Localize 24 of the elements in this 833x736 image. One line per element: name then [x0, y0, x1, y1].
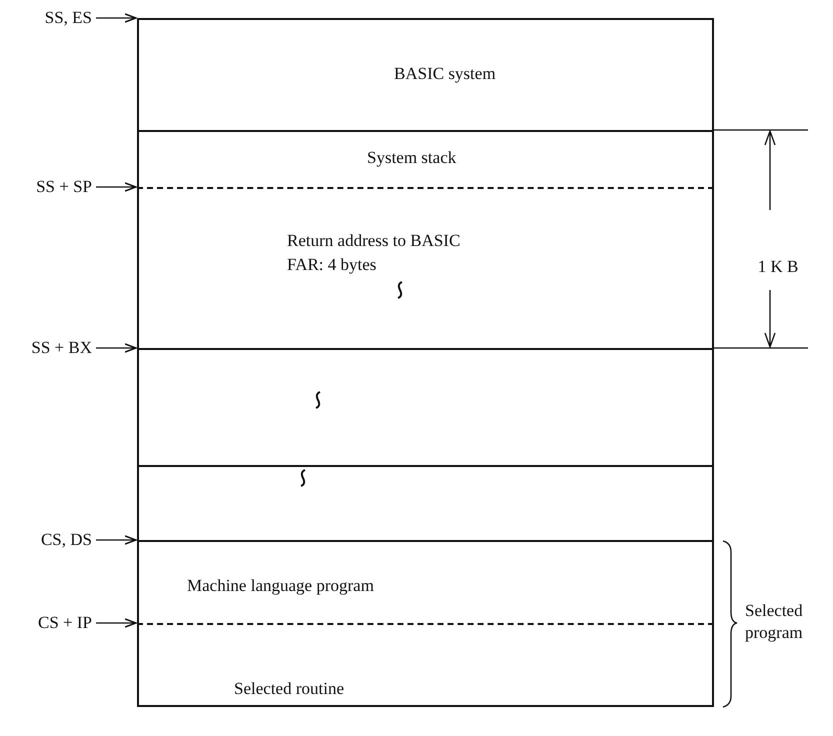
pointer-arrow [96, 343, 137, 353]
register-label: CS, DS [2, 529, 92, 551]
pointer-arrow [96, 13, 137, 23]
block-label: Return address to BASIC FAR: 4 bytes [287, 230, 462, 276]
brace-label: Selected program [745, 600, 804, 644]
block-label: Selected routine [234, 678, 344, 700]
block-label: System stack [367, 147, 456, 169]
register-label: SS + SP [2, 176, 92, 198]
memory-block [137, 623, 714, 707]
memory-block [137, 187, 714, 348]
register-label: SS, ES [2, 7, 92, 29]
block-label: BASIC system [394, 63, 496, 85]
register-label: CS + IP [2, 612, 92, 634]
memory-block [137, 348, 714, 465]
memory-block [137, 540, 714, 623]
pointer-arrow [96, 182, 137, 192]
register-label: SS + BX [2, 337, 92, 359]
block-label: Machine language program [187, 575, 374, 597]
dimension-label: 1 K B [756, 256, 800, 278]
memory-block [137, 130, 714, 187]
pointer-arrow [96, 618, 137, 628]
memory-block [137, 465, 714, 540]
memory-block [137, 18, 714, 130]
pointer-arrow [96, 535, 137, 545]
